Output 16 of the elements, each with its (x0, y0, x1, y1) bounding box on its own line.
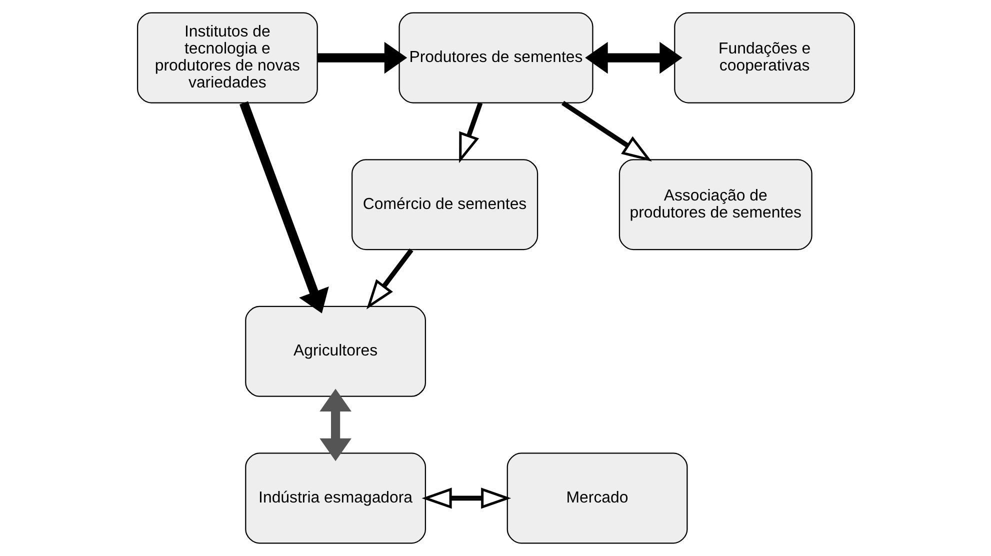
arrow (317, 42, 407, 74)
node-box: Comércio de sementes (350, 159, 538, 250)
node-box: Indústria esmagadora (244, 452, 426, 544)
arrow (458, 102, 482, 164)
node-box: Agricultores (244, 306, 426, 397)
arrow (584, 42, 682, 74)
arrow (319, 388, 351, 462)
node-box: Institutos de tecnologia e produtores de novas variedades (136, 12, 318, 104)
arrow (238, 101, 328, 314)
node-box: Produtores de sementes (398, 12, 593, 104)
node-box: Associação de produtores de sementes (618, 159, 812, 250)
arrow (560, 100, 652, 162)
arrow (366, 248, 413, 310)
arrow (421, 488, 511, 509)
node-box: Mercado (506, 452, 688, 544)
node-box: Fundações e cooperativas (674, 12, 855, 104)
